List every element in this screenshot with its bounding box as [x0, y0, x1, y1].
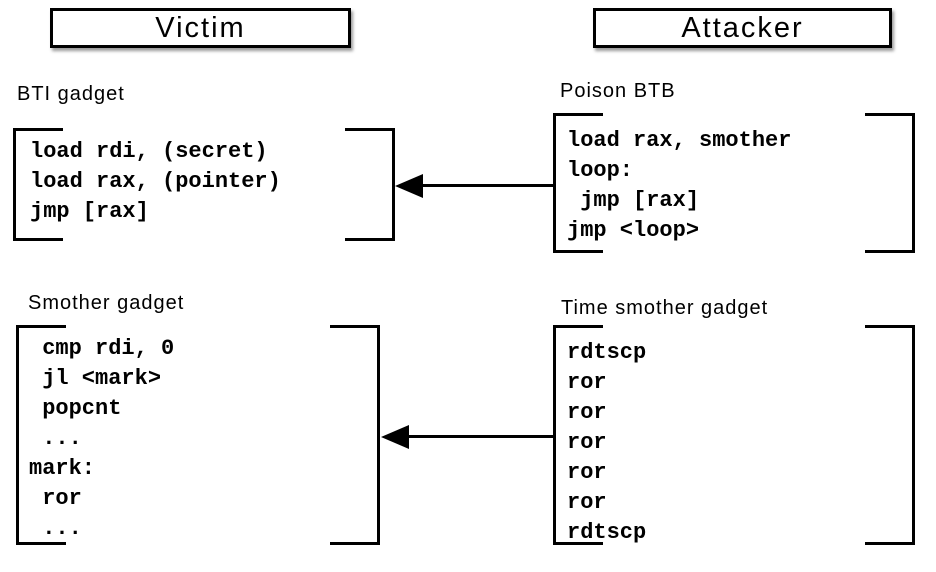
time-smother-gadget-label: Time smother gadget	[561, 297, 769, 319]
smother-gadget-block: cmp rdi, 0 jl <mark> popcnt ... mark: ro…	[16, 325, 380, 545]
bti-gadget-block: load rdi, (secret) load rax, (pointer) j…	[13, 128, 395, 241]
bti-gadget-label: BTI gadget	[17, 83, 125, 105]
right-bracket	[345, 128, 395, 241]
left-bracket	[13, 128, 63, 241]
poison-btb-block: load rax, smother loop: jmp [rax] jmp <l…	[553, 113, 915, 253]
attacker-title-box: Attacker	[593, 8, 892, 48]
left-arrowhead-icon	[381, 425, 409, 449]
left-bracket	[553, 325, 603, 545]
attacker-title: Attacker	[681, 12, 804, 44]
poison-to-bti-arrow	[395, 174, 553, 198]
time-to-smother-arrow	[381, 425, 553, 449]
arrow-shaft	[419, 184, 553, 187]
smother-gadget-code: cmp rdi, 0 jl <mark> popcnt ... mark: ro…	[29, 336, 175, 541]
time-smother-gadget-block: rdtscp ror ror ror ror ror rdtscp	[553, 325, 915, 545]
arrow-shaft	[405, 435, 553, 438]
right-bracket	[865, 325, 915, 545]
poison-btb-code: load rax, smother loop: jmp [rax] jmp <l…	[567, 128, 792, 243]
victim-title: Victim	[155, 12, 246, 44]
poison-btb-label: Poison BTB	[560, 80, 676, 102]
left-bracket	[16, 325, 66, 545]
right-bracket	[865, 113, 915, 253]
left-arrowhead-icon	[395, 174, 423, 198]
bti-gadget-code: load rdi, (secret) load rax, (pointer) j…	[30, 139, 281, 224]
smother-gadget-label: Smother gadget	[28, 292, 185, 314]
victim-title-box: Victim	[50, 8, 351, 48]
time-smother-gadget-code: rdtscp ror ror ror ror ror rdtscp	[567, 340, 647, 545]
right-bracket	[330, 325, 380, 545]
left-bracket	[553, 113, 603, 253]
